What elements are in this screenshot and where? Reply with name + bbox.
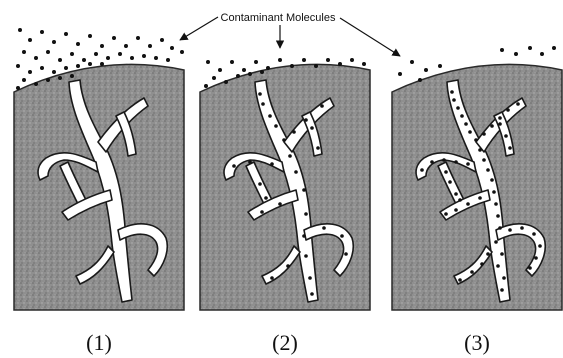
panel-label-1: (1) [86,330,112,355]
panel-2: (2) [200,58,370,355]
arrow-to-panel-1 [180,17,218,40]
panel-label-2: (2) [272,330,298,355]
solid-block [392,64,562,310]
arrow-to-panel-3 [340,18,400,56]
panel-label-3: (3) [464,330,490,355]
panel-1: (1) [14,28,184,355]
panel-3: (3) [392,46,562,355]
header-label: Contaminant Molecules [221,12,336,24]
solid-block [200,64,370,310]
solid-block [14,64,184,310]
